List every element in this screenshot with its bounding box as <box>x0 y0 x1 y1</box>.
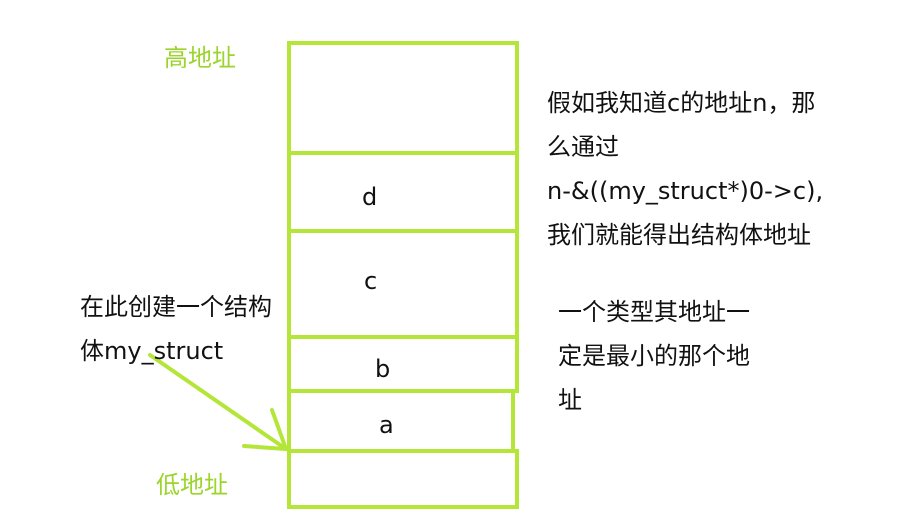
high-address-label: 高地址 <box>164 44 236 72</box>
left-note: 在此创建一个结构 体my_struct <box>80 293 272 365</box>
memory-cell-label-b: b <box>375 355 391 383</box>
right-note-top: 假如我知道c的地址n，那 么通过 n-&((my_struct*)0->c), … <box>547 89 824 249</box>
memory-cell-label-c: c <box>364 267 378 295</box>
right-note-bottom: 一个类型其地址一 定是最小的那个地 址 <box>558 298 750 414</box>
memory-layout-diagram: d c b a <box>287 41 519 509</box>
memory-cell-bottom-empty <box>287 449 519 509</box>
pointer-arrow <box>148 353 288 451</box>
memory-cell-label-a: a <box>379 411 394 439</box>
low-address-label: 低地址 <box>156 471 228 499</box>
memory-cell-label-d: d <box>362 183 378 211</box>
pointer-arrowhead <box>242 408 288 451</box>
